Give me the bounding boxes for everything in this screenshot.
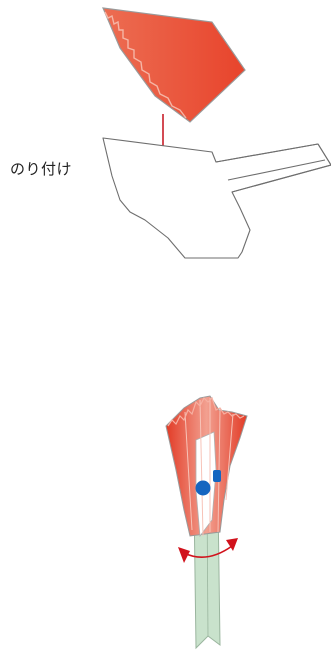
red-paper-piece <box>102 7 246 123</box>
rolled-flower <box>165 395 248 538</box>
blue-dot-left <box>195 480 211 496</box>
blue-dot-right <box>213 470 221 482</box>
base-paper-outline <box>102 137 331 259</box>
glue-label: のり付け <box>10 160 73 178</box>
rotation-arrow-icon <box>178 538 238 563</box>
